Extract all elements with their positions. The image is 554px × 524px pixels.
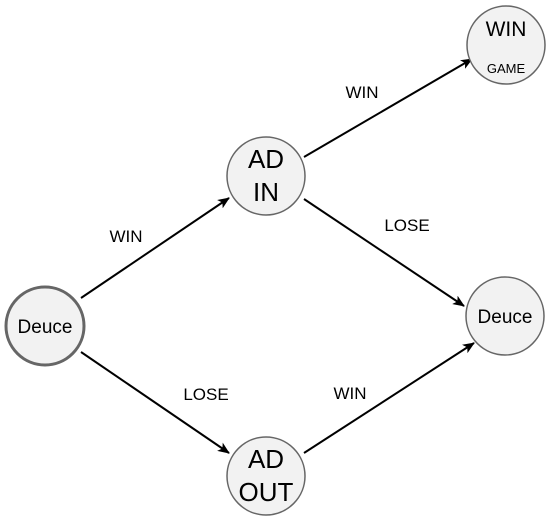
edge-label-ad-out-to-deuce: WIN	[333, 384, 366, 403]
edge-deuce-to-ad-out	[80, 351, 230, 454]
edge-ad-in-to-win-game	[303, 58, 473, 158]
node-ad-out: AD OUT	[226, 436, 306, 516]
edge-ad-in-to-deuce	[303, 198, 465, 307]
edge-label-deuce-to-ad-in: WIN	[109, 227, 142, 246]
edge-label-deuce-to-ad-out: LOSE	[183, 385, 228, 404]
edge-ad-out-to-deuce	[303, 342, 475, 454]
node-ad-in: AD IN	[226, 136, 306, 216]
node-win-game: WIN GAME	[466, 5, 546, 85]
node-deuce-end-label: Deuce	[478, 307, 533, 328]
node-win-game-line2: GAME	[487, 61, 526, 76]
node-ad-out-line1: AD	[248, 444, 284, 474]
node-deuce-start-label: Deuce	[18, 317, 73, 338]
node-deuce-end: Deuce	[465, 276, 545, 356]
node-ad-in-line2: IN	[253, 177, 279, 207]
edge-label-ad-in-to-deuce: LOSE	[384, 216, 429, 235]
node-ad-in-line1: AD	[248, 144, 284, 174]
node-win-game-line1: WIN	[486, 18, 527, 41]
edge-label-ad-in-to-win-game: WIN	[345, 83, 378, 102]
edge-deuce-to-ad-in	[80, 197, 230, 299]
node-deuce-start: Deuce	[4, 285, 86, 367]
node-ad-out-line2: OUT	[239, 477, 294, 507]
